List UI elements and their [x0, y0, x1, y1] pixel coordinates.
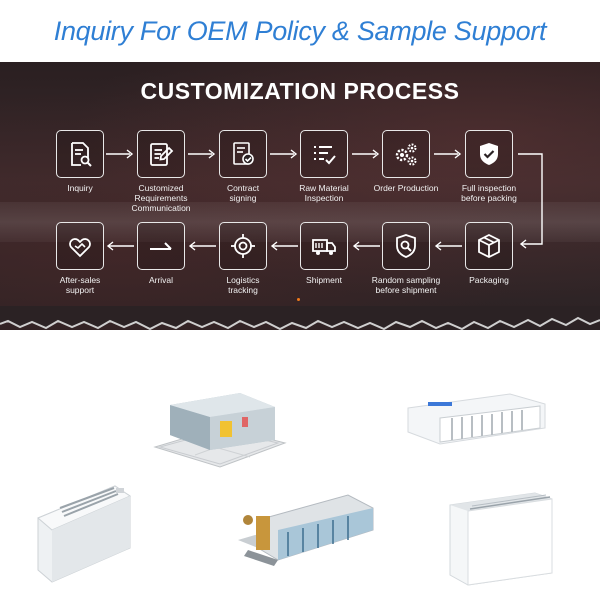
- step-customized-requirements: Customized Requirements Communication: [121, 130, 201, 213]
- document-search-icon: [71, 142, 92, 167]
- step-label: Inquiry: [67, 183, 93, 193]
- step-inquiry: Inquiry: [40, 130, 120, 193]
- step-icon-box: [382, 222, 430, 270]
- cassette-fan-coil-unit-image: [153, 393, 287, 468]
- step-label: After-sales support: [59, 275, 101, 295]
- flow-arrow-right: [270, 149, 298, 159]
- step-label: Customized Requirements Communication: [131, 183, 191, 213]
- flow-arrow-left: [434, 241, 462, 251]
- step-random-sampling: Random sampling before shipment: [366, 222, 446, 295]
- target-icon: [231, 234, 255, 258]
- step-label: Shipment: [306, 275, 342, 285]
- step-icon-box: [137, 222, 185, 270]
- step-label: Logistics tracking: [226, 275, 260, 295]
- edit-document-icon: [150, 143, 174, 166]
- step-icon-box: [56, 222, 104, 270]
- page-headline: Inquiry For OEM Policy & Sample Support: [53, 15, 547, 46]
- flow-arrow-left: [188, 241, 216, 251]
- flow-arrow-right: [188, 149, 216, 159]
- shield-check-icon: [480, 143, 498, 165]
- flow-connector-down: [518, 153, 543, 249]
- step-packaging: Packaging: [449, 222, 529, 285]
- step-icon-box: [137, 130, 185, 178]
- accent-dot: [297, 298, 300, 301]
- step-after-sales-support: After-sales support: [40, 222, 120, 295]
- flow-arrow-right: [352, 149, 380, 159]
- heart-hand-icon: [69, 238, 91, 258]
- flow-arrow-left: [106, 241, 134, 251]
- step-shipment: Shipment: [284, 222, 364, 285]
- step-icon-box: [300, 130, 348, 178]
- step-icon-box: [382, 130, 430, 178]
- customization-process-panel: CUSTOMIZATION PROCESS Inquiry C: [0, 62, 600, 330]
- process-title: CUSTOMIZATION PROCESS: [140, 78, 460, 104]
- step-contract-signing: Contract signing: [203, 130, 283, 203]
- step-icon-box: [465, 130, 513, 178]
- step-label: Order Production: [373, 183, 439, 193]
- flow-arrow-right: [434, 149, 462, 159]
- step-full-inspection: Full inspection before packing: [449, 130, 529, 203]
- checklist-icon: [314, 146, 336, 165]
- step-icon-box: [300, 222, 348, 270]
- step-raw-material-inspection: Raw Material Inspection: [284, 130, 364, 203]
- contract-check-icon: [233, 142, 254, 165]
- wall-fan-coil-unit-image: [407, 393, 546, 445]
- step-label: Contract signing: [226, 183, 260, 203]
- flow-arrow-left: [270, 241, 298, 251]
- step-label: Random sampling before shipment: [371, 275, 441, 295]
- shield-search-icon: [396, 234, 416, 258]
- step-icon-box: [219, 222, 267, 270]
- truck-icon: [312, 239, 336, 255]
- step-icon-box: [56, 130, 104, 178]
- step-label: Raw Material Inspection: [299, 183, 349, 203]
- step-order-production: Order Production: [366, 130, 446, 193]
- floor-standing-fan-coil-image: [37, 485, 132, 583]
- step-label: Packaging: [469, 275, 509, 285]
- ducted-fan-coil-unit-image: [238, 494, 374, 566]
- flow-arrow-right: [106, 149, 134, 159]
- flow-arrow-left: [352, 241, 380, 251]
- step-label: Arrival: [148, 275, 174, 285]
- step-logistics-tracking: Logistics tracking: [203, 222, 283, 295]
- step-icon-box: [219, 130, 267, 178]
- vertical-concealed-fan-coil-image: [449, 492, 553, 586]
- step-icon-box: [465, 222, 513, 270]
- torn-paper-edge: [0, 306, 600, 331]
- gears-icon: [395, 143, 417, 166]
- arrival-arrow-icon: [150, 242, 172, 250]
- step-arrival: Arrival: [121, 222, 201, 285]
- step-label: Full inspection before packing: [461, 183, 517, 203]
- box-icon: [478, 233, 500, 259]
